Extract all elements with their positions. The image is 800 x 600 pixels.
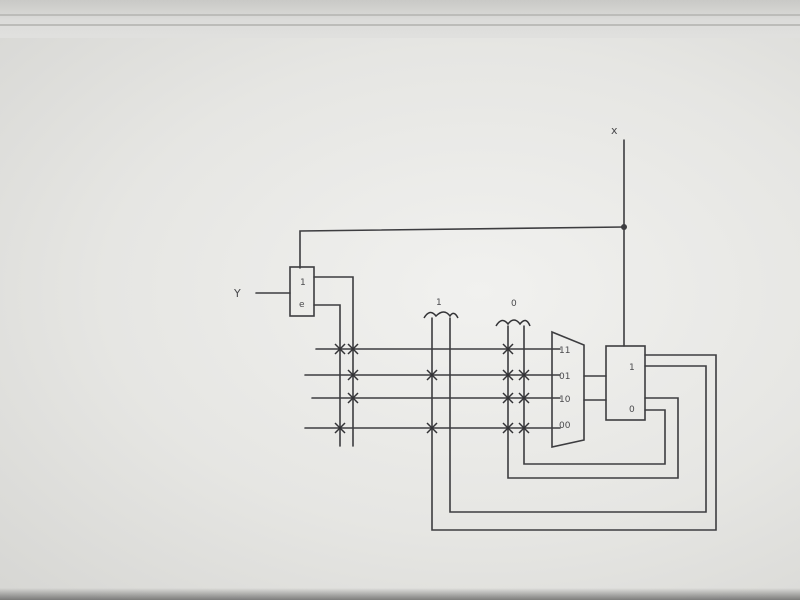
group-1-label: 1 <box>436 298 442 308</box>
decoder-pin-bottom: e <box>299 300 305 310</box>
output-label-bottom: 0 <box>629 405 635 415</box>
mux-input-3: 10 <box>559 395 571 405</box>
decoder-pin-top: 1 <box>300 278 306 288</box>
decoder-out-1-wire <box>313 276 354 447</box>
input-x-label: x <box>611 124 618 137</box>
output-block <box>605 345 646 421</box>
brace-group-0 <box>495 319 531 327</box>
sheet-edge <box>0 14 800 16</box>
group-0-label: 0 <box>511 299 517 309</box>
crosspoint-markers <box>334 343 530 434</box>
paper-shadow <box>0 588 800 600</box>
input-y-label: Y <box>233 287 241 300</box>
mux-input-4: 00 <box>559 421 571 431</box>
multiplexer <box>551 330 585 448</box>
sheet-edge <box>0 24 800 26</box>
decoder-box <box>289 266 315 317</box>
group-1-line-a <box>431 317 717 531</box>
x-to-decoder-wire <box>299 226 625 269</box>
output-label-top: 1 <box>629 363 635 373</box>
mux-input-2: 01 <box>559 372 570 382</box>
paper-sheet <box>0 38 800 600</box>
mux-input-1: 11 <box>559 346 570 356</box>
brace-group-1 <box>423 311 459 319</box>
group-0-line-b <box>523 325 666 465</box>
decoder-out-e-wire <box>313 304 341 447</box>
group-1-line-b <box>449 317 707 513</box>
